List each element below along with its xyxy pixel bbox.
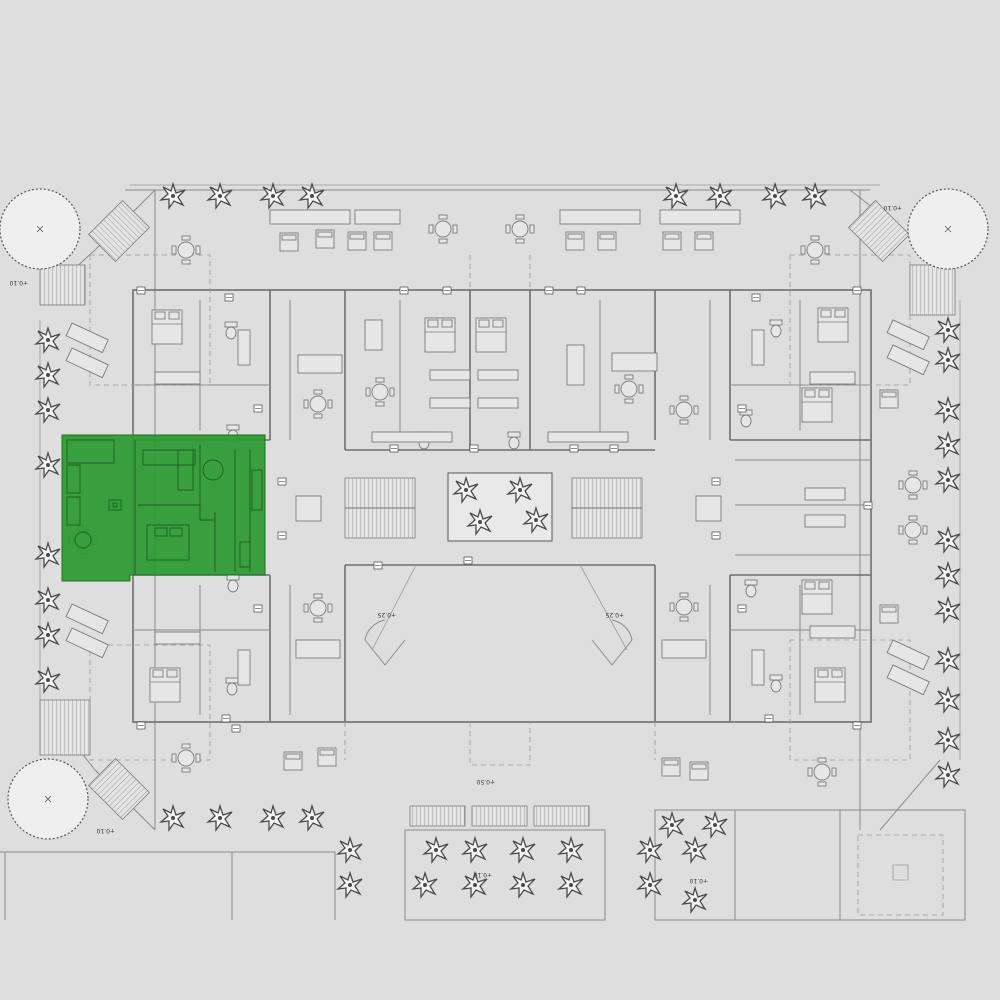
stair-left	[344, 477, 416, 539]
tree-sw	[7, 758, 89, 840]
level-mark-south-garden-right: +0.10	[689, 877, 708, 884]
level-mark-south-entrance: +0.50	[476, 778, 495, 785]
level-mark-sw: +0.10	[96, 827, 115, 834]
planters	[39, 200, 956, 827]
level-mark-lobby-right: +0.25	[605, 611, 624, 618]
level-mark-ne: +0.10	[883, 204, 902, 211]
tree-ne	[907, 188, 989, 270]
level-mark-lobby-left: +0.25	[377, 611, 396, 618]
entrance-doors	[364, 619, 633, 666]
courtyard	[447, 472, 553, 542]
level-mark-south-garden-left: +0.10	[473, 871, 492, 878]
highlighted-apartment-lines	[66, 439, 263, 575]
highlighted-apartment[interactable]	[61, 434, 266, 582]
south-garden	[0, 809, 966, 921]
outdoor-furniture	[65, 209, 930, 787]
stair-right	[571, 477, 643, 539]
tree-nw	[0, 188, 81, 270]
level-labels: +0.10 +0.10 +0.10 +0.50 +0.10 +0.10 +0.2…	[9, 204, 902, 884]
level-mark-nw: +0.10	[9, 279, 28, 286]
interior-furniture	[149, 307, 856, 703]
